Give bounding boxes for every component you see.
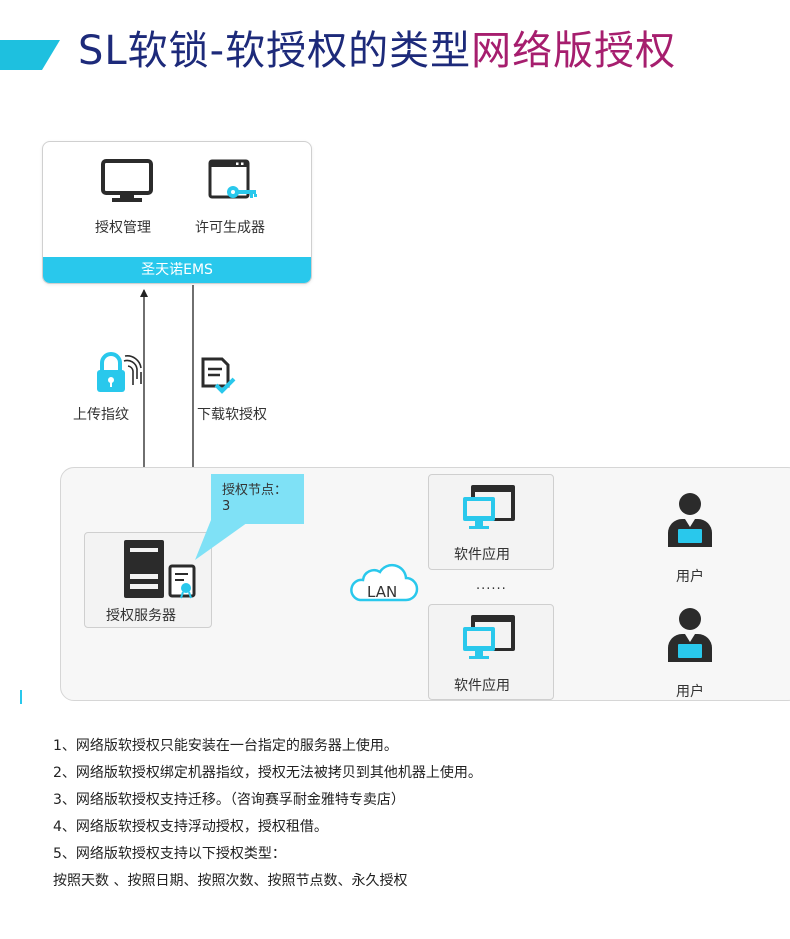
user-icon-1 [668, 493, 712, 547]
note-2: 2、网络版软授权绑定机器指纹，授权无法被拷贝到其他机器上使用。 [53, 765, 482, 781]
callout-title: 授权节点： [222, 483, 288, 498]
app-ellipsis: ...... [476, 578, 507, 593]
title-main: SL软锁-软授权的类型 [78, 28, 472, 74]
ems-bar: 圣天诺EMS [43, 257, 311, 283]
page-title: SL软锁-软授权的类型网络版授权 [78, 26, 676, 76]
ems-panel: 授权管理 许可生成器 圣天诺EMS [42, 141, 312, 284]
user-label-2: 用户 [676, 684, 704, 700]
upload-fingerprint-label: 上传指纹 [73, 407, 129, 423]
ems-generator-label: 许可生成器 [195, 220, 265, 236]
lan-label: LAN [367, 583, 398, 601]
note-5: 5、网络版软授权支持以下授权类型： [53, 846, 286, 862]
callout-pointer [195, 520, 251, 560]
note-1: 1、网络版软授权只能安装在一台指定的服务器上使用。 [53, 738, 398, 754]
software-app-label-1: 软件应用 [454, 547, 510, 563]
app-window-icon-1 [463, 485, 515, 529]
title-highlight: 网络版授权 [471, 28, 677, 74]
license-server-label: 授权服务器 [106, 608, 176, 624]
license-generator-icon [208, 159, 257, 199]
server-icon [124, 540, 196, 599]
user-label-1: 用户 [676, 569, 704, 585]
fingerprint-lock-icon [97, 352, 142, 392]
download-license-icon [201, 357, 236, 394]
lan-cloud-icon [350, 563, 419, 602]
note-3: 3、网络版软授权支持迁移。（咨询赛孚耐金雅特专卖店） [53, 792, 405, 808]
app-window-icon-2 [463, 615, 515, 659]
callout-value: 3 [222, 499, 231, 514]
ems-manage-label: 授权管理 [95, 220, 151, 236]
user-icon-2 [668, 608, 712, 662]
note-4: 4、网络版软授权支持浮动授权，授权租借。 [53, 819, 328, 835]
download-license-label: 下载软授权 [197, 407, 267, 423]
decorative-marker [20, 690, 22, 704]
license-nodes-callout: 授权节点： 3 [211, 474, 304, 524]
monitor-icon [101, 159, 153, 202]
software-app-label-2: 软件应用 [454, 678, 510, 694]
note-6-license-types: 按照天数 、按照日期、按照次数、按照节点数、永久授权 [53, 873, 408, 889]
